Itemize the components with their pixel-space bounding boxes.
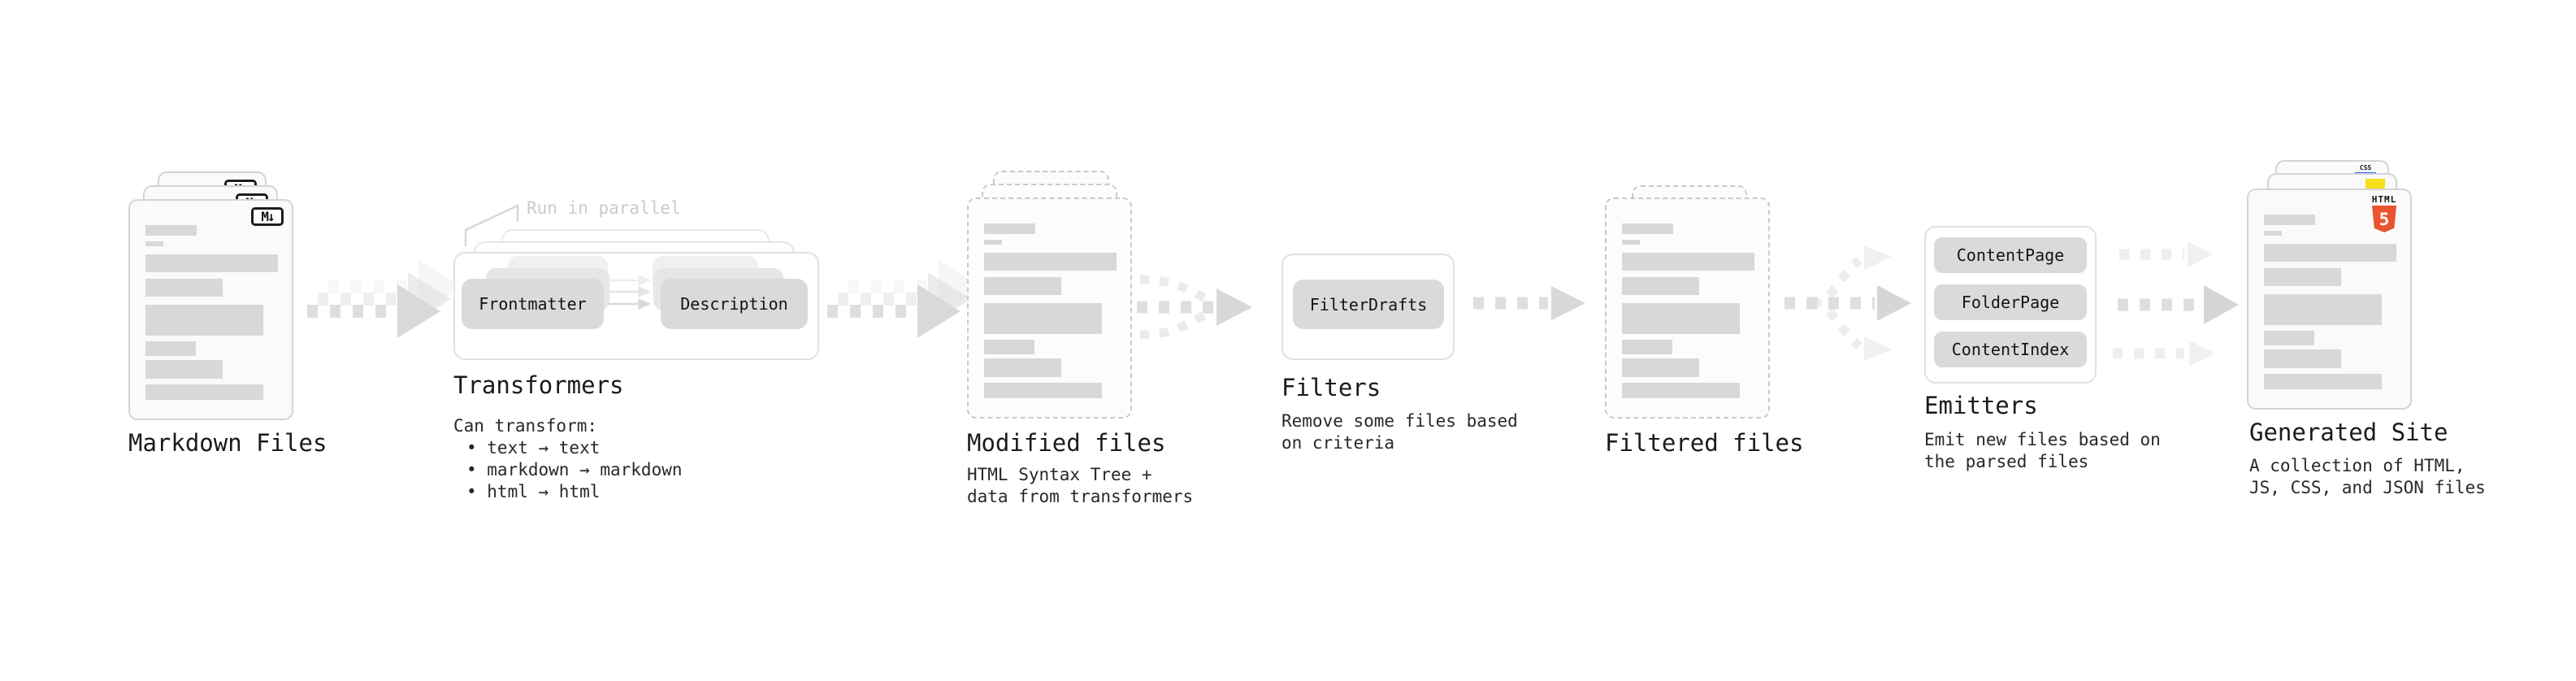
text-placeholder-bars (1622, 223, 1754, 398)
text-placeholder-bars (984, 223, 1117, 398)
bar (984, 358, 1061, 377)
folderpage-emitter-button: FolderPage (1934, 284, 2087, 320)
modified-files-label: Modified files (967, 429, 1166, 457)
text-placeholder-bars (2264, 215, 2396, 389)
markdown-files-label: Markdown Files (128, 429, 327, 457)
run-in-parallel-pointer (464, 204, 519, 246)
emitters-note-line: Emit new files based on (1924, 430, 2161, 449)
bar (145, 305, 263, 336)
flow-arrow-emitters-to-site (2113, 241, 2239, 367)
bar (1622, 383, 1740, 398)
transformers-note-item: • text → text (466, 438, 601, 458)
bar (1622, 253, 1754, 271)
html5-icon-label: HTML (2371, 194, 2397, 205)
contentindex-emitter-button: ContentIndex (1934, 332, 2087, 367)
transformers-note: Can transform: • text → text • markdown … (453, 415, 683, 503)
bar (984, 253, 1117, 271)
css-icon-label: CSS (2359, 164, 2372, 171)
bar (984, 383, 1102, 398)
transformers-note-heading: Can transform: (453, 416, 598, 436)
generated-site-note-line: A collection of HTML, (2249, 456, 2465, 475)
transformers-note-item: • markdown → markdown (466, 460, 683, 479)
bar (2264, 294, 2382, 325)
bar (2264, 244, 2396, 262)
bar (984, 223, 1035, 234)
contentpage-emitter-button: ContentPage (1934, 237, 2087, 273)
site-file-card-html: HTML 5 (2247, 189, 2412, 410)
run-in-parallel-label: Run in parallel (527, 198, 681, 218)
filtered-files-label: Filtered files (1605, 429, 1804, 457)
frontmatter-transformer-button: Frontmatter (462, 279, 604, 329)
filters-note: Remove some files based on criteria (1281, 410, 1518, 454)
bar (1622, 240, 1640, 245)
bar (2264, 331, 2314, 345)
bar (2264, 231, 2282, 236)
modified-files-note-line: data from transformers (967, 487, 1194, 506)
bar (1622, 340, 1672, 354)
bar (145, 384, 263, 400)
filterdrafts-button: FilterDrafts (1293, 280, 1444, 329)
bar (2264, 374, 2382, 389)
bar (1622, 303, 1740, 334)
bar (1622, 223, 1673, 234)
transformer-step-arrows (608, 275, 652, 310)
flow-arrow-filtered-to-emitters (1785, 245, 1911, 361)
generated-site-note-line: JS, CSS, and JSON files (2249, 478, 2486, 497)
bar (145, 360, 223, 379)
bar (1622, 358, 1699, 377)
filters-note-line: Remove some files based (1281, 411, 1518, 431)
bar (145, 341, 196, 356)
bar (145, 279, 223, 297)
filters-note-line: on criteria (1281, 433, 1395, 453)
bar (984, 303, 1102, 334)
bar (2264, 349, 2341, 368)
modified-files-note: HTML Syntax Tree + data from transformer… (967, 464, 1193, 508)
bar (984, 340, 1034, 354)
flow-arrow-transformers-to-modified (827, 260, 982, 338)
modified-files-note-line: HTML Syntax Tree + (967, 465, 1152, 484)
flow-arrow-modified-to-filters (1137, 275, 1252, 340)
bar (2264, 268, 2341, 286)
javascript-icon (2366, 179, 2385, 190)
generated-site-label: Generated Site (2249, 419, 2448, 446)
bar (1622, 277, 1699, 295)
bar (145, 225, 197, 236)
bar (145, 241, 163, 246)
bar (2264, 215, 2315, 225)
html5-icon-shield: 5 (2372, 206, 2396, 232)
description-transformer-button: Description (661, 279, 808, 329)
generated-site-note: A collection of HTML, JS, CSS, and JSON … (2249, 455, 2486, 499)
transformers-label: Transformers (453, 371, 624, 399)
bar (984, 240, 1002, 245)
emitters-label: Emitters (1924, 392, 2038, 419)
emitters-note-line: the parsed files (1924, 452, 2089, 471)
filtered-file-card-front (1605, 197, 1770, 419)
markdown-file-card-front: M↓ (128, 199, 293, 420)
bar (984, 277, 1061, 295)
html5-icon: HTML 5 (2366, 195, 2403, 232)
flow-arrow-markdown-to-transformers (307, 260, 462, 338)
filters-label: Filters (1281, 374, 1381, 401)
flow-arrow-filters-to-filtered (1473, 286, 1585, 320)
bar (145, 254, 278, 272)
text-placeholder-bars (145, 225, 278, 400)
transformers-note-item: • html → html (466, 482, 601, 501)
markdown-icon: M↓ (251, 207, 284, 226)
modified-file-card-front (967, 197, 1132, 419)
emitters-note: Emit new files based on the parsed files (1924, 429, 2161, 473)
